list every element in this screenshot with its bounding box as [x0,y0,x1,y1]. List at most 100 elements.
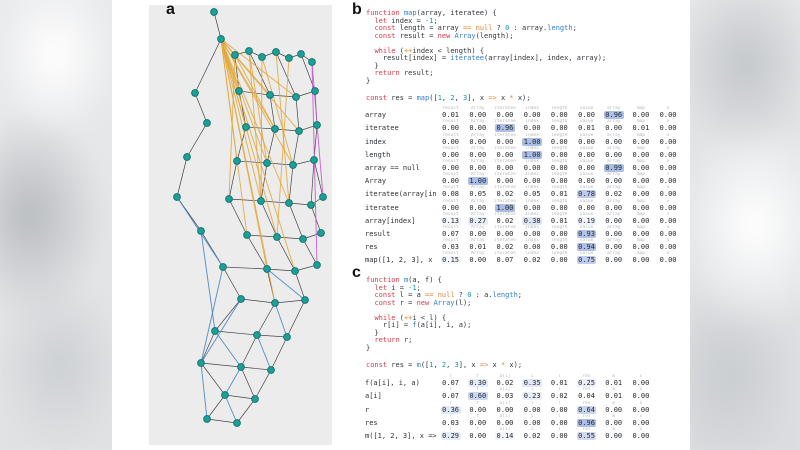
graph-edge-black [274,128,300,132]
micro-token-label: index [525,132,539,138]
micro-token-label: array [606,145,621,151]
code-token-pl: ], x [458,361,480,369]
attention-value: 0.00 [496,137,514,146]
attention-value: 0.00 [659,243,677,252]
micro-token-label: length [551,211,568,217]
code-token-pl: i < l) { [412,313,447,322]
graph-edge-black [228,198,262,202]
attention-value: 0.00 [632,150,650,159]
row-label: array[index] [365,216,416,225]
graph-edge-blue [274,302,288,338]
code-token-op: ++ [403,46,413,55]
graph-node [219,263,227,271]
micro-token-label: index [525,238,539,244]
graph-node [271,125,279,133]
attention-value: 0.00 [605,216,623,225]
code-line: } [366,77,606,86]
attention-value: 0.19 [576,216,597,225]
micro-token-label: res [582,426,591,432]
micro-token-label: index [525,145,539,151]
graph-node [235,87,243,95]
row-label: map([1, 2, 3], x ... [365,256,437,265]
micro-token-label: array [606,172,621,178]
attention-value: 1.00 [522,137,543,146]
graph-edge-black [269,94,276,130]
code-token-kw: const [374,31,400,40]
code-line: const res = m([1, 2, 3], x => x * x); [366,361,522,370]
code-token-pl: l = a [399,291,426,299]
attention-value: 0.01 [632,124,650,133]
attention-value: 0.96 [576,418,597,427]
attention-value: 0.00 [605,124,623,133]
value-cell: a[i]0.14 [491,427,518,440]
graph-edge-black [310,159,315,206]
code-token-kw: let [374,283,392,292]
attention-value: 0.00 [496,163,514,172]
attention-value: 0.00 [550,243,568,252]
code-token-pl: ( [399,313,404,322]
attention-value: 0.00 [659,163,677,172]
code-token-op: null [475,24,493,32]
micro-token-label: length [551,172,568,178]
code-token-fn: map [416,94,430,102]
code-token-op: null [437,291,455,299]
attention-value: 0.02 [496,379,514,388]
code-line: result[index] = iteratee(array[index], i… [366,54,606,63]
micro-token-label: res [582,387,591,393]
code-token-pl: (a[i], i, a); [416,321,472,329]
attention-value: 0.02 [496,216,514,225]
attention-value: 0.78 [576,190,597,199]
graph-edge-black [213,11,222,40]
attention-value: 0.00 [659,216,677,225]
graph-edge-orange [220,38,278,238]
attention-value: 0.00 [632,392,650,401]
code-token-pl: ? [454,291,468,299]
attention-row: m([1, 2, 3], x =>...r0.29f0.00a[i]0.14i0… [365,427,655,440]
row-label: res [365,418,378,427]
graph-node [231,51,239,59]
graph-node [292,93,300,101]
micro-token-label: r [449,387,452,393]
attention-row: map([1, 2, 3], x ...result0.15Array0.00i… [365,251,682,265]
micro-token-label: index [525,185,539,191]
graph-node [295,127,303,135]
attention-value: 0.00 [496,418,514,427]
micro-token-label: m [612,426,616,432]
micro-token-label: map [636,211,645,217]
attention-value: 0.01 [550,216,568,225]
micro-token-label: map [636,145,645,151]
micro-token-label: value [579,172,594,178]
micro-token-label: l [557,426,561,432]
code-block-map: function map(array, iteratee) { let inde… [366,9,606,86]
attention-value: 0.23 [522,392,543,401]
attention-value: 0.00 [632,243,650,252]
micro-token-label: a[i] [499,413,511,419]
graph-edge-black [240,298,276,304]
micro-token-label: x [666,198,670,204]
attention-value: 0.00 [469,229,487,238]
graph-edge-black [228,160,238,200]
micro-token-label: value [579,224,594,230]
attention-value: 0.00 [496,177,514,186]
micro-token-label: a[i] [499,426,511,432]
